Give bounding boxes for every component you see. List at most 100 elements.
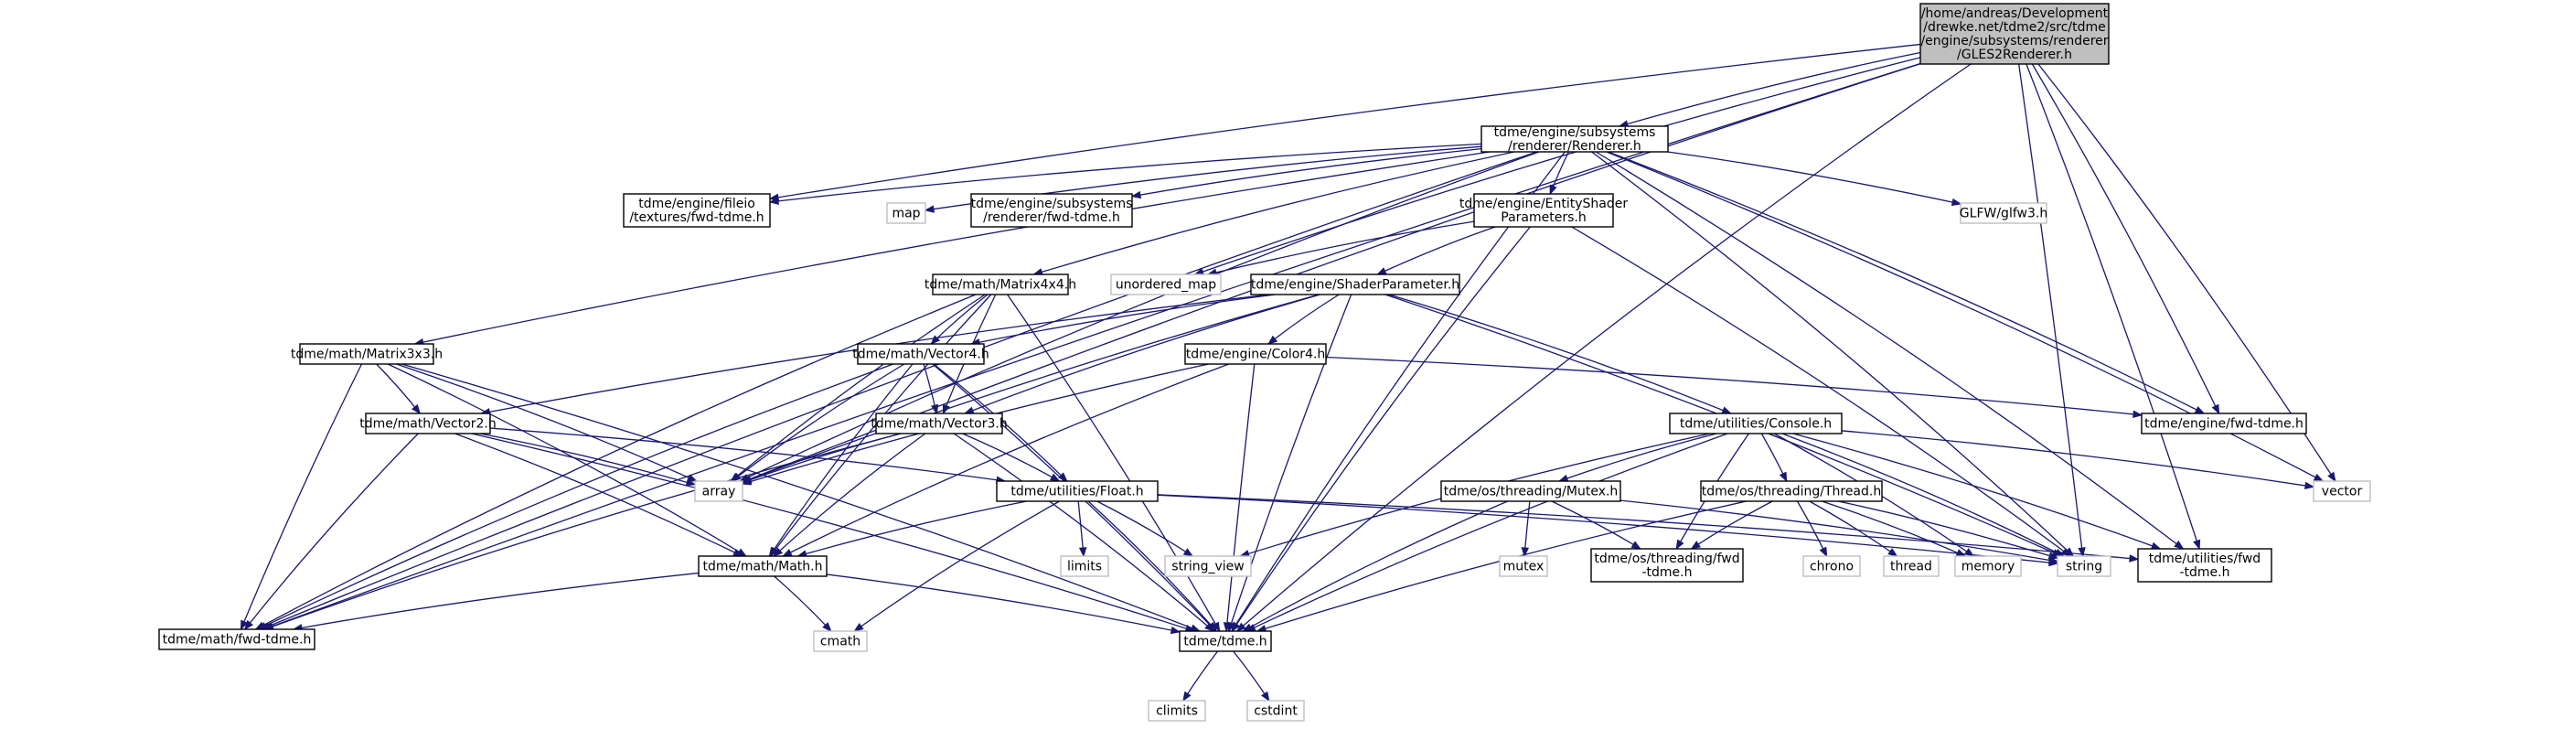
node-fileio[interactable]: tdme/engine/fileio/textures/fwd-tdme.h [623,193,771,228]
arrowhead-tdme-to-cstdint [1261,691,1270,702]
edge-console-to-ufwd [1792,433,2161,550]
node-label-chrono-line-0: chrono [1810,560,1854,574]
node-v4[interactable]: tdme/math/Vector4.h [852,343,989,365]
node-v3[interactable]: tdme/math/Vector3.h [871,413,1008,434]
node-mfwd[interactable]: tdme/math/fwd-tdme.h [158,628,315,650]
edge-math-to-tdme [826,574,1181,633]
edge-thread-to-tdme [1256,500,1747,632]
node-mutex[interactable]: tdme/os/threading/Mutex.h [1440,480,1621,502]
node-sp[interactable]: tdme/engine/ShaderParameter.h [1250,273,1460,295]
edge-sp-to-v3 [965,294,1320,414]
node-label-mtx-line-0: mutex [1503,560,1545,574]
node-label-float-line-0: tdme/utilities/Float.h [1010,485,1143,499]
node-m44[interactable]: tdme/math/Matrix4x4.h [925,273,1076,295]
node-box-efwd [2141,413,2307,434]
arrowhead-tdme-to-climits [1182,691,1192,702]
edge-v3-to-math [773,433,926,557]
node-label-climits-line-0: climits [1156,704,1198,719]
node-box-array [694,480,743,502]
arrowhead-m33-to-array [687,474,698,482]
edge-renderer-to-subfwd [1131,147,1482,198]
edge-float-to-ufwd [1157,494,2139,560]
edge-mutex-to-string [1619,499,2058,563]
edge-v2-to-array [479,433,696,486]
edge-v3-to-tdme [953,433,1214,632]
node-label-esp-line-0: tdme/engine/EntityShader [1459,197,1629,211]
edge-v4-to-math [768,363,914,557]
edge-m44-to-v4 [930,294,989,345]
edge-console-to-string [1781,433,2065,557]
node-tdme[interactable]: tdme/tdme.h [1179,630,1272,652]
edge-math-to-cmath [774,575,832,632]
node-label-mutex-line-0: tdme/os/threading/Mutex.h [1444,485,1619,499]
node-label-v2-line-0: tdme/math/Vector2.h [359,417,496,432]
node-label-ufwd-line-0: tdme/utilities/fwd [2149,552,2261,566]
arrowhead-v2-to-array [685,478,697,487]
node-climits: climits [1148,700,1206,722]
node-label-renderer-line-1: /renderer/Renderer.h [1508,139,1641,154]
edge-v2-to-float [489,427,1006,482]
arrowhead-esp-to-sp [1376,267,1387,275]
node-thread[interactable]: tdme/os/threading/Thread.h [1700,480,1883,502]
edge-mutex-to-tdme [1243,500,1508,632]
node-c4[interactable]: tdme/engine/Color4.h [1184,343,1327,365]
node-ufwd[interactable]: tdme/utilities/fwd-tdme.h [2137,548,2272,583]
arrowhead-float-to-sview [1182,548,1194,557]
node-glfw: GLFW/glfw3.h [1960,202,2047,224]
node-thfwd[interactable]: tdme/os/threading/fwd-tdme.h [1590,548,1744,583]
node-gles2[interactable]: /home/andreas/Development/drewke.net/tdm… [1919,3,2110,65]
edge-renderer-to-m33 [414,151,1491,345]
node-console[interactable]: tdme/utilities/Console.h [1669,413,1843,434]
node-label-thfwd-line-0: tdme/os/threading/fwd [1594,552,1739,566]
node-box-mtx [1499,555,1548,577]
edge-gles2-to-string [2018,63,2084,557]
arrowhead-math-to-tdme [1170,626,1181,635]
node-label-sp-line-0: tdme/engine/ShaderParameter.h [1251,278,1459,293]
node-vector: vector [2313,480,2371,502]
edge-float-to-string [1157,494,2058,564]
edge-thread-to-chrono [1796,500,1828,557]
node-float[interactable]: tdme/utilities/Float.h [996,480,1159,502]
edge-m33-to-array [396,363,697,482]
arrowhead-renderer-to-subfwd [1130,190,1142,199]
arrowhead-c4-to-math [782,548,793,557]
arrowhead-gles2-to-ufwd [2193,539,2201,551]
arrowhead-float-to-ufwd [2129,554,2140,563]
node-chrono: chrono [1802,555,1861,577]
node-label-array-line-0: array [702,485,736,499]
node-renderer[interactable]: tdme/engine/subsystems/renderer/Renderer… [1480,125,1669,154]
node-math[interactable]: tdme/math/Math.h [698,555,828,577]
node-efwd[interactable]: tdme/engine/fwd-tdme.h [2141,413,2307,434]
node-box-sview [1164,555,1252,577]
node-box-math [698,555,828,577]
node-label-console-line-0: tdme/utilities/Console.h [1680,417,1832,432]
arrowhead-renderer-to-esp [1549,184,1557,196]
edge-esp-to-sp [1376,226,1496,275]
arrowhead-m33-to-v2 [412,403,422,415]
arrowhead-v3-to-array [741,476,753,484]
edge-gles2-to-mfwd [263,62,1921,630]
node-m33[interactable]: tdme/math/Matrix3x3.h [291,343,443,365]
node-label-glfw-line-0: GLFW/glfw3.h [1960,207,2047,221]
arrowhead-gles2-to-efwd [2211,403,2220,415]
node-label-cmath-line-0: cmath [820,635,860,649]
edge-gles2-to-umap [1194,57,1921,275]
edge-sp-to-console [1388,294,1731,414]
edge-console-to-vector [1841,430,2314,488]
node-subfwd[interactable]: tdme/engine/subsystems/renderer/fwd-tdme… [970,193,1133,228]
edge-float-to-cmath [854,500,1060,632]
edge-m33-to-mfwd [240,363,363,630]
edge-esp-to-tdme [1231,226,1531,632]
node-label-c4-line-0: tdme/engine/Color4.h [1186,348,1326,362]
edge-thread-to-thr [1809,500,1897,557]
node-cmath: cmath [813,630,868,652]
arrowhead-gles2-to-string [2078,547,2086,558]
node-label-gles2-line-2: /engine/subsystems/renderer [1920,34,2108,48]
arrowhead-thread-to-chrono [1819,546,1828,558]
node-v2[interactable]: tdme/math/Vector2.h [359,413,497,434]
edge-m44-to-array [730,294,986,482]
arrowhead-renderer-to-fileio [768,197,779,205]
edge-float-to-sview [1096,500,1193,557]
edge-renderer-to-ufwd [1595,151,2184,550]
